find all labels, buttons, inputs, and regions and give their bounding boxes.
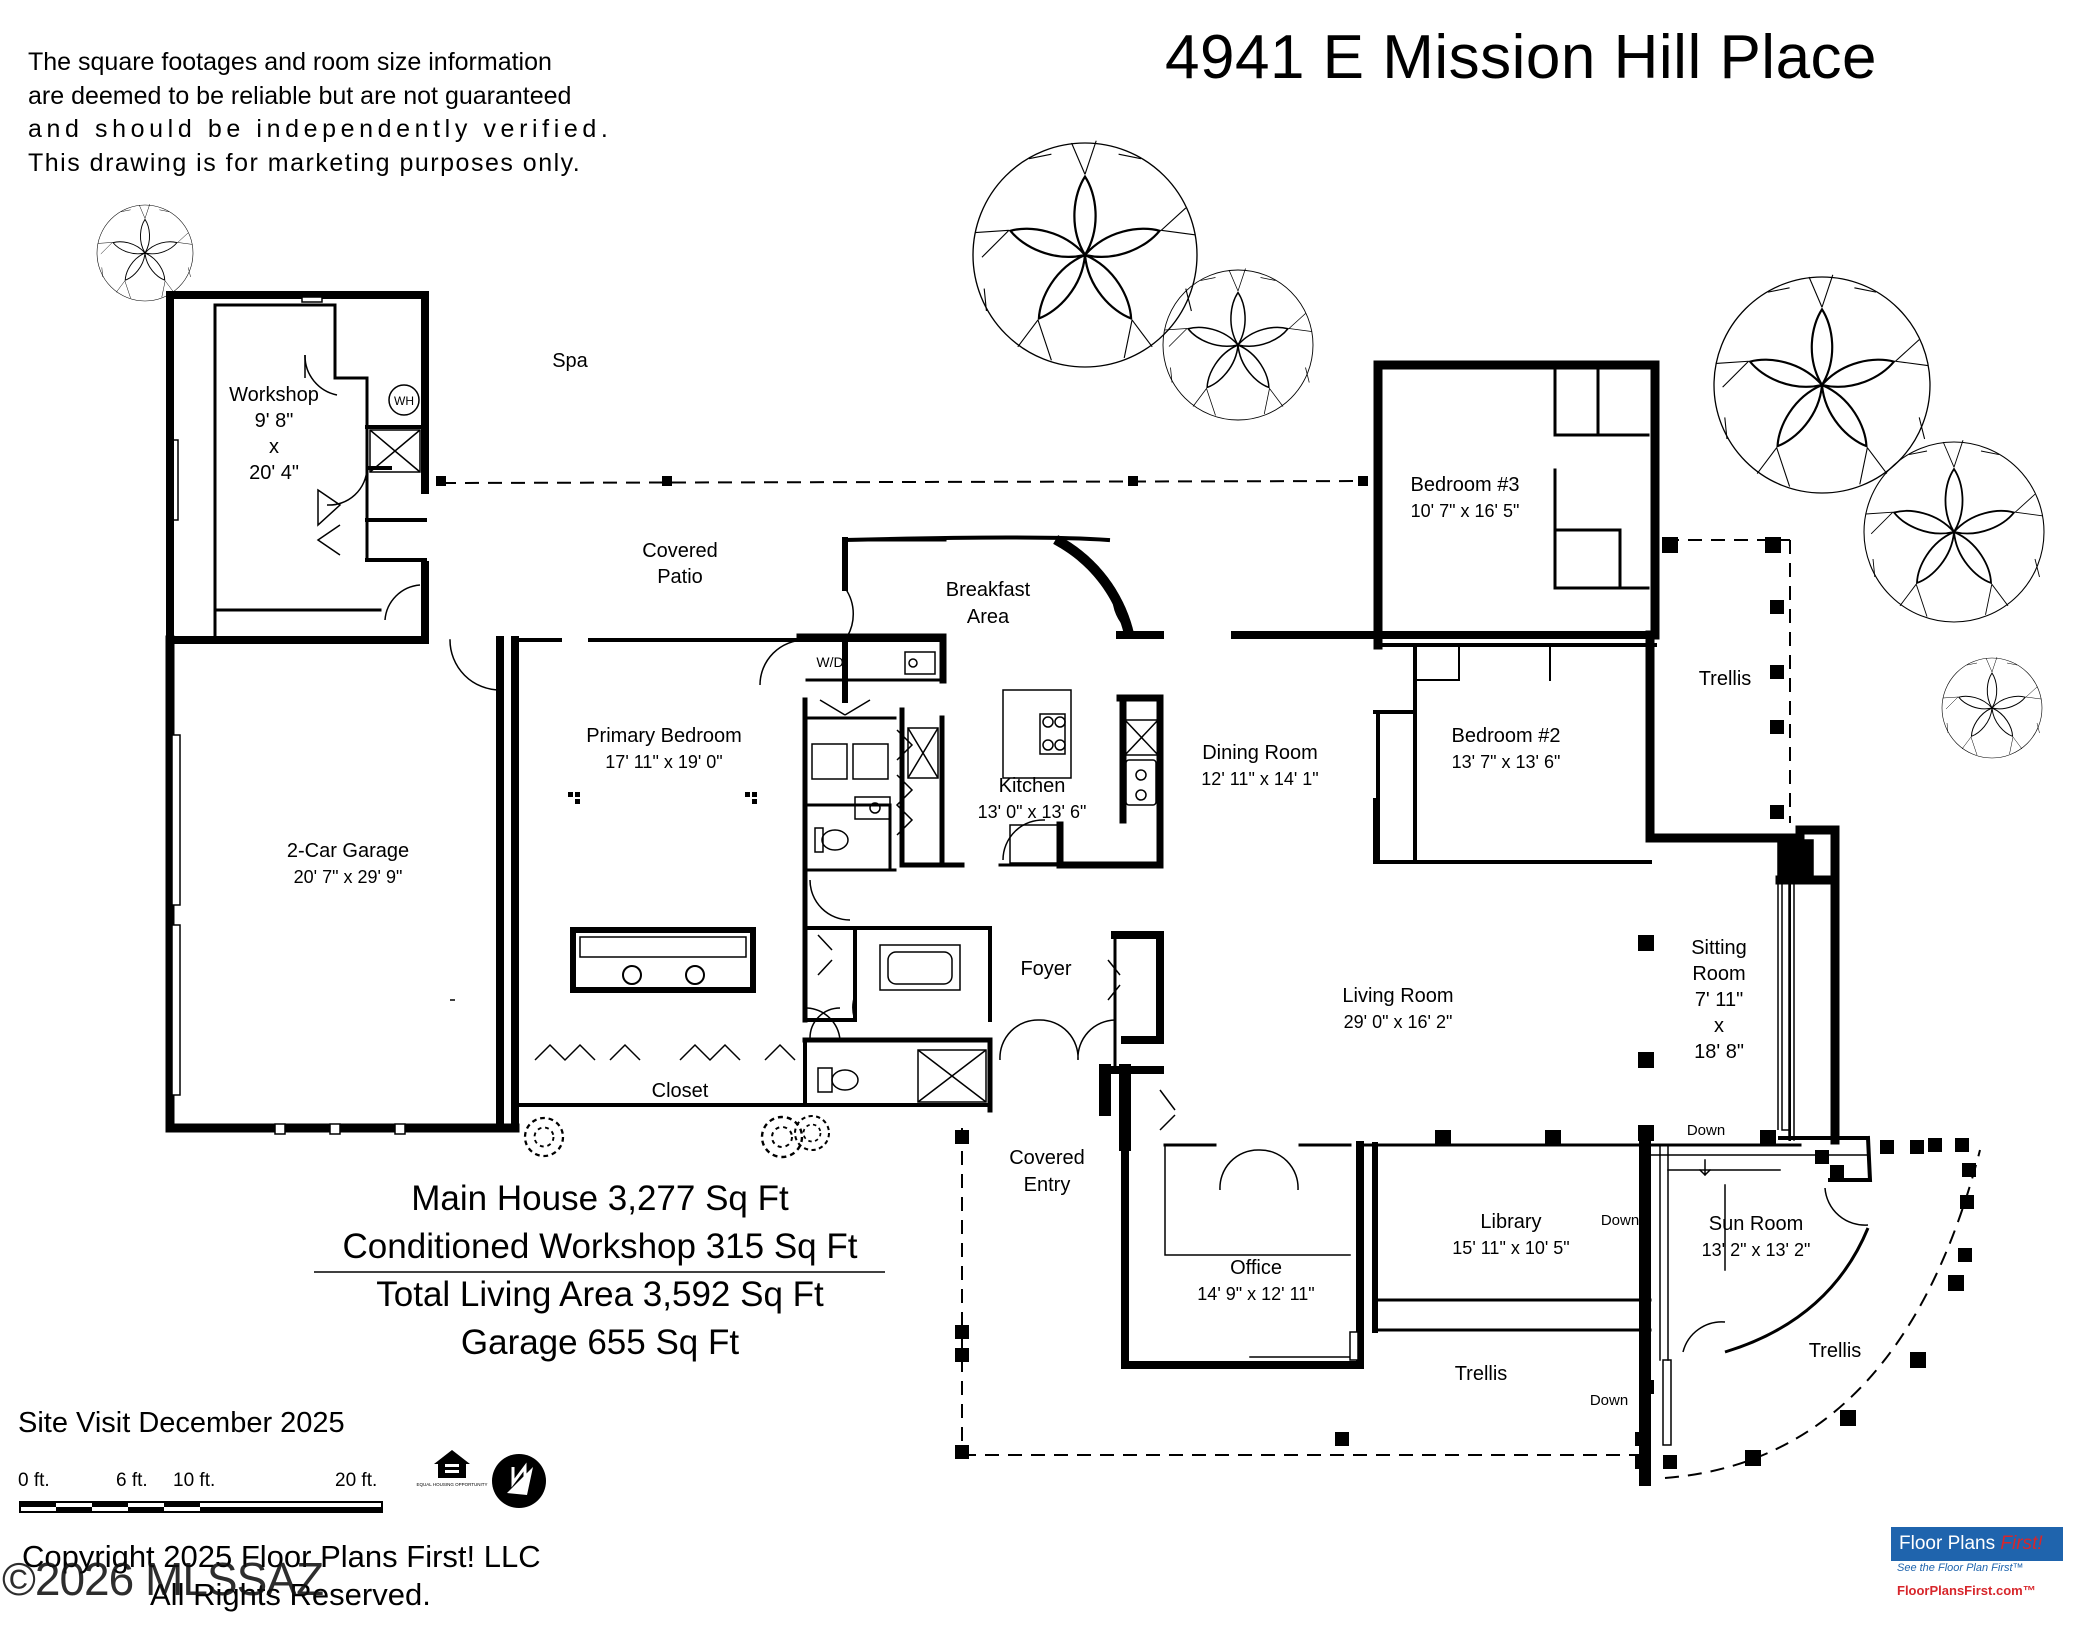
dims-workshop: 9' 8" [255,410,294,432]
disclaimer-line: This drawing is for marketing purposes o… [28,148,582,177]
label-closet: Closet [652,1080,709,1102]
label-garage: 2-Car Garage [287,840,409,862]
label-spa: Spa [552,350,588,372]
water-heater-icon [388,384,420,416]
trellis-posts [436,476,1976,1469]
scale-label-20: 20 ft. [335,1470,378,1491]
dims-sun-room: 13' 2" x 13' 2" [1702,1240,1811,1260]
shrub-icon [523,1116,565,1158]
fixtures [759,587,1159,1103]
site-visit: Site Visit December 2025 [18,1407,345,1439]
copyright-line: Copyright 2025 Floor Plans First! LLC [22,1539,541,1574]
logo-box: Floor Plans First! [1891,1527,2063,1561]
label-bedroom-2: Bedroom #2 [1452,725,1561,747]
garage-walls [165,635,520,1135]
tree-icon [1863,439,2045,623]
copyright: Copyright 2025 Floor Plans First! LLC Al… [22,1538,541,1614]
dots [568,792,757,804]
label-washer-dryer: W/D [816,654,843,670]
summary-main-house: Main House 3,277 Sq Ft [411,1179,789,1218]
disclaimer: The square footages and room size inform… [28,46,612,180]
workshop-walls [166,291,429,644]
label-sun-room: Sun Room [1709,1213,1804,1235]
tree-icon [1712,273,1932,495]
tree-icon [971,139,1199,369]
shrub-icon [793,1114,831,1152]
tree-icon [1162,267,1314,421]
property-address: 4941 E Mission Hill Place [1165,23,1878,92]
dims-workshop-x: x [269,436,279,458]
label-covered-entry: Entry [1024,1174,1071,1196]
label-living-room: Living Room [1342,985,1453,1007]
label-down: Down [1590,1392,1628,1409]
dims-garage: 20' 7" x 29' 9" [294,867,403,887]
room-labels: Workshop 9' 8" x 20' 4" WH Spa Covered P… [229,350,1861,1409]
label-foyer: Foyer [1020,958,1071,980]
dims-living-room: 29' 0" x 16' 2" [1344,1012,1453,1032]
dims-workshop: 20' 4" [249,462,299,484]
dims-sitting-room-x: x [1714,1015,1724,1037]
label-trellis: Trellis [1455,1363,1508,1385]
logo-url: FloorPlansFirst.com™ [1897,1583,2036,1598]
label-trellis: Trellis [1809,1340,1862,1362]
dims-library: 15' 11" x 10' 5" [1452,1238,1569,1258]
label-sitting-room: Sitting [1691,937,1747,959]
disclaimer-line: The square footages and room size inform… [28,48,552,76]
dims-bedroom-3: 10' 7" x 16' 5" [1411,501,1520,521]
label-down: Down [1687,1122,1725,1139]
label-bedroom-3: Bedroom #3 [1411,474,1520,496]
label-down: Down [1601,1212,1639,1229]
workshop-fixtures [171,354,421,621]
primary-vanity [534,927,796,1062]
mls-watermark: ©2026 MLSSAZ [2,1553,324,1605]
scale-bar [19,1501,383,1513]
dims-sitting-room: 7' 11" [1695,989,1743,1011]
label-breakfast-area: Breakfast [946,579,1031,601]
dims-sitting-room: 18' 8" [1694,1041,1744,1063]
label-breakfast-area: Area [967,606,1010,628]
label-kitchen: Kitchen [999,775,1066,797]
label-primary-bedroom: Primary Bedroom [586,725,742,747]
label-water-heater: WH [394,394,414,408]
dims-office: 14' 9" x 12' 11" [1197,1284,1314,1304]
label-covered-patio: Patio [657,566,703,588]
logo-main-text: Floor Plans [1899,1533,1996,1554]
north-arrow-icon [492,1454,546,1508]
label-covered-entry: Covered [1009,1147,1085,1169]
scale-label-6: 6 ft. [116,1470,148,1491]
dims-kitchen: 13' 0" x 13' 6" [978,802,1087,822]
tree-icon [96,203,194,302]
logo-tagline: See the Floor Plan First™ [1897,1562,2024,1574]
library-sunroom-walls [1358,1134,1873,1486]
dims-bedroom-2: 13' 7" x 13' 6" [1452,752,1561,772]
label-covered-patio: Covered [642,540,718,562]
disclaimer-line: and should be independently verified. [28,115,613,143]
copyright-line: All Rights Reserved. [150,1577,431,1612]
doors [450,959,1299,1191]
scale-label-0: 0 ft. [18,1470,50,1491]
label-office: Office [1230,1257,1282,1279]
logo-accent-text: First! [2000,1533,2043,1554]
tree-icon [1941,656,2043,759]
disclaimer-line: are deemed to be reliable but are not gu… [28,81,572,110]
dims-dining-room: 12' 11" x 14' 1" [1201,769,1318,789]
summary-workshop: Conditioned Workshop 315 Sq Ft [342,1227,858,1266]
svg-text:EQUAL HOUSING OPPORTUNITY: EQUAL HOUSING OPPORTUNITY [416,1482,487,1487]
summary-total: Total Living Area 3,592 Sq Ft [376,1275,824,1314]
sunroom-details [1662,839,1870,1446]
floor-plans-first-logo: Floor Plans First! See the Floor Plan Fi… [1885,1527,2070,1603]
scale-label-10: 10 ft. [173,1470,216,1491]
dims-primary-bedroom: 17' 11" x 19' 0" [605,752,722,772]
label-trellis: Trellis [1699,668,1752,690]
label-library: Library [1480,1211,1541,1233]
summary-garage: Garage 655 Sq Ft [460,1323,740,1362]
label-dining-room: Dining Room [1202,742,1318,764]
label-workshop: Workshop [229,384,319,406]
equal-housing-icon: EQUAL HOUSING OPPORTUNITY [416,1450,488,1487]
label-sitting-room: Room [1692,963,1745,985]
